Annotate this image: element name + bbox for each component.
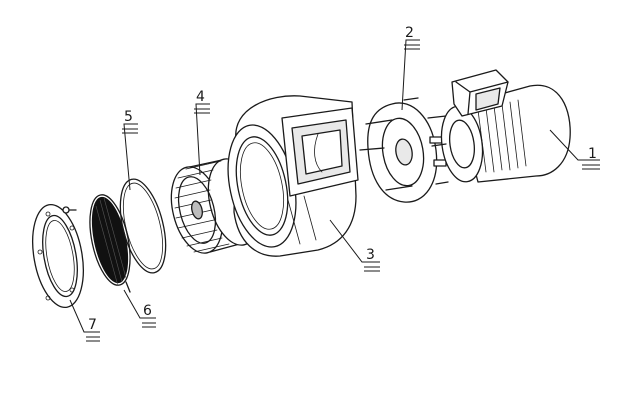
part-1-motor [431, 69, 571, 183]
callout-1: 1 [588, 146, 597, 162]
callout-2: 2 [405, 25, 414, 41]
part-3-scroll-housing [227, 95, 359, 257]
callout-5: 5 [124, 109, 133, 125]
callout-6: 6 [143, 303, 152, 319]
callout-7: 7 [88, 317, 97, 333]
callout-leaders [69, 39, 600, 342]
part-2-mounting-plate [359, 97, 449, 203]
callout-labels: 1 2 3 4 5 6 7 [88, 25, 597, 333]
callout-4: 4 [196, 89, 205, 105]
callout-3: 3 [366, 247, 375, 263]
part-6-mesh-disc [89, 194, 131, 293]
part-7-front-flange [32, 203, 84, 309]
part-5-gasket-ring [119, 178, 167, 274]
